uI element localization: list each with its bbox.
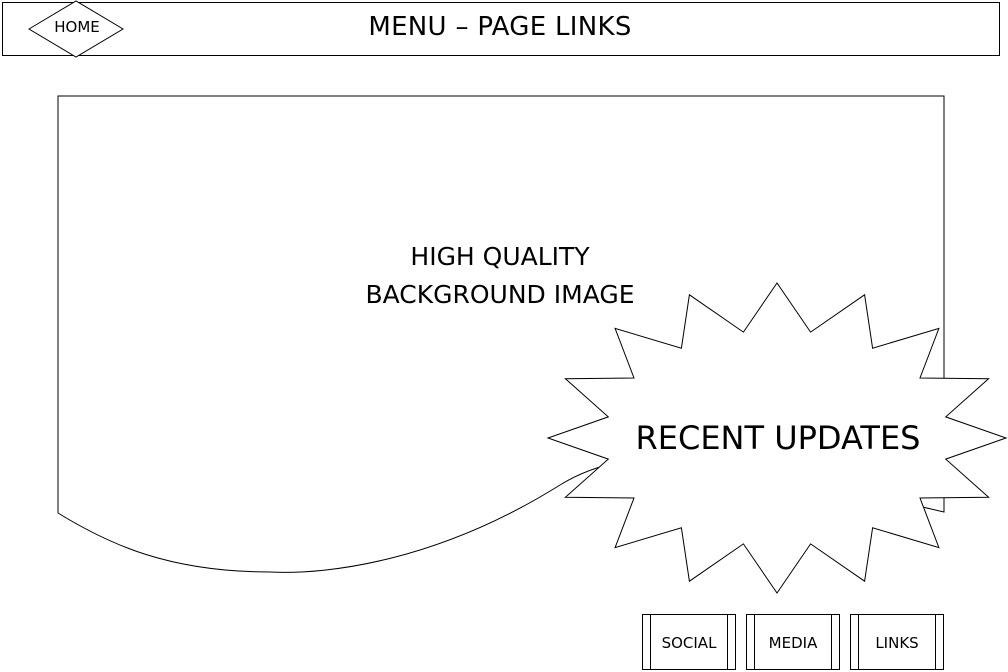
menu-bar: [2, 2, 1000, 56]
recent-updates-label[interactable]: RECENT UPDATES: [635, 419, 921, 457]
media-button-label: MEDIA: [768, 634, 818, 652]
social-button-label: SOCIAL: [661, 634, 717, 652]
hero-caption: HIGH QUALITY BACKGROUND IMAGE: [300, 238, 700, 314]
media-button[interactable]: MEDIA: [746, 614, 840, 670]
recent-updates-starburst[interactable]: [546, 282, 1008, 594]
social-button[interactable]: SOCIAL: [642, 614, 736, 670]
hero-caption-line-2: BACKGROUND IMAGE: [365, 280, 635, 309]
links-button[interactable]: LINKS: [850, 614, 944, 670]
menu-title: MENU – PAGE LINKS: [368, 12, 632, 42]
hero-caption-line-1: HIGH QUALITY: [410, 242, 590, 271]
home-link[interactable]: HOME: [54, 18, 100, 36]
links-button-label: LINKS: [875, 634, 919, 652]
home-diamond-shape[interactable]: [28, 0, 124, 58]
